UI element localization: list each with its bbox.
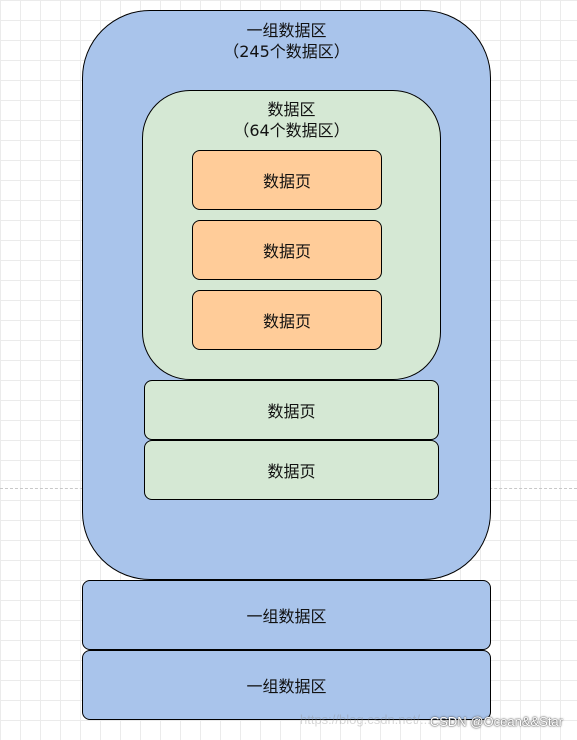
watermark-url: https://blog.csdn.net/... [300,712,431,727]
group-label: 一组数据区 [246,607,327,626]
extent-page-2: 数据页 [192,220,382,280]
group-label: 一组数据区 [246,677,327,696]
extent-page-1: 数据页 [192,150,382,210]
data-group-row-2: 一组数据区 [82,650,491,720]
extent-title: 数据区 [267,100,316,119]
page-label: 数据页 [262,312,311,331]
page-label: 数据页 [267,402,316,421]
outer-group-title: 一组数据区 [246,21,327,40]
page-label: 数据页 [262,242,311,261]
outer-group-subtitle: （245个数据区） [223,42,350,61]
data-group-row-1: 一组数据区 [82,580,491,650]
watermark-text: CSDN @Ocean&&Star [429,714,563,729]
page-label: 数据页 [262,172,311,191]
group-page-1: 数据页 [144,380,439,440]
extent-label: 数据区 （64个数据区） [143,99,440,141]
outer-group-label: 一组数据区 （245个数据区） [83,20,490,62]
extent-page-3: 数据页 [192,290,382,350]
group-page-2: 数据页 [144,440,439,500]
page-label: 数据页 [267,462,316,481]
extent-subtitle: （64个数据区） [233,121,350,140]
